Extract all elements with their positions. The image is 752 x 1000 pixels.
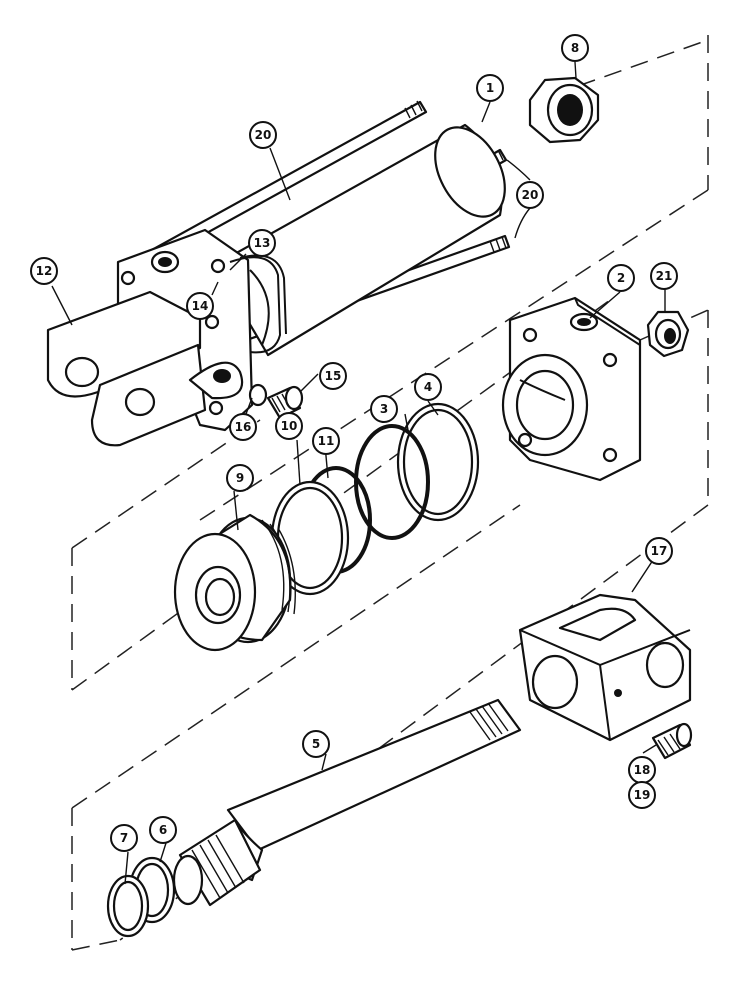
callout-18: 18	[628, 756, 656, 784]
rear-cap-clevis	[46, 228, 287, 447]
callouts: 1 2 3 4 5 6 7 8 9 10 11 12 13 14 15 16 1…	[30, 34, 678, 852]
svg-text:18: 18	[634, 763, 651, 777]
rod-clevis	[518, 593, 692, 742]
callout-6: 6	[149, 816, 177, 844]
fitting-and-oring	[248, 383, 304, 420]
cylinder-barrel	[213, 123, 506, 357]
piston	[173, 513, 296, 652]
callout-8: 8	[561, 34, 589, 62]
svg-text:8: 8	[571, 41, 579, 55]
callout-3: 3	[370, 395, 398, 423]
callout-4: 4	[414, 373, 442, 401]
rod-rings	[106, 856, 176, 938]
callout-9: 9	[226, 464, 254, 492]
seal-rings	[270, 402, 480, 596]
svg-text:21: 21	[656, 269, 673, 283]
callout-19: 19	[628, 781, 656, 809]
svg-text:5: 5	[312, 737, 320, 751]
callout-15: 15	[319, 362, 347, 390]
svg-text:13: 13	[254, 236, 271, 250]
callout-20-top: 20	[249, 121, 277, 149]
callout-2: 2	[607, 264, 635, 292]
callout-7: 7	[110, 824, 138, 852]
svg-text:14: 14	[192, 299, 209, 313]
leader-lines	[51, 61, 666, 885]
callout-11: 11	[312, 427, 340, 455]
callout-16: 16	[229, 413, 257, 441]
svg-text:12: 12	[36, 264, 53, 278]
svg-text:20: 20	[522, 188, 539, 202]
callout-17: 17	[645, 537, 673, 565]
svg-text:6: 6	[159, 823, 167, 837]
dashed-boundary-lines	[71, 35, 709, 951]
svg-text:11: 11	[318, 434, 335, 448]
svg-text:20: 20	[255, 128, 272, 142]
piston-rod	[172, 698, 522, 907]
callout-5: 5	[302, 730, 330, 758]
callout-1: 1	[476, 74, 504, 102]
svg-text:17: 17	[651, 544, 668, 558]
svg-text:4: 4	[424, 380, 432, 394]
svg-text:10: 10	[281, 419, 298, 433]
hex-nut-large	[528, 76, 600, 144]
callout-20-right: 20	[516, 181, 544, 209]
callout-14: 14	[186, 292, 214, 320]
callout-12: 12	[30, 257, 58, 285]
svg-text:7: 7	[120, 831, 128, 845]
svg-text:3: 3	[380, 402, 388, 416]
callout-21: 21	[650, 262, 678, 290]
svg-text:15: 15	[325, 369, 342, 383]
set-screw	[651, 722, 693, 760]
svg-text:16: 16	[235, 420, 252, 434]
callout-13: 13	[248, 229, 276, 257]
svg-text:2: 2	[617, 271, 625, 285]
svg-text:9: 9	[236, 471, 244, 485]
front-gland-head	[501, 296, 642, 482]
svg-text:1: 1	[486, 81, 494, 95]
svg-text:19: 19	[634, 788, 651, 802]
hex-nut-small	[646, 310, 690, 358]
callout-10: 10	[275, 412, 303, 440]
